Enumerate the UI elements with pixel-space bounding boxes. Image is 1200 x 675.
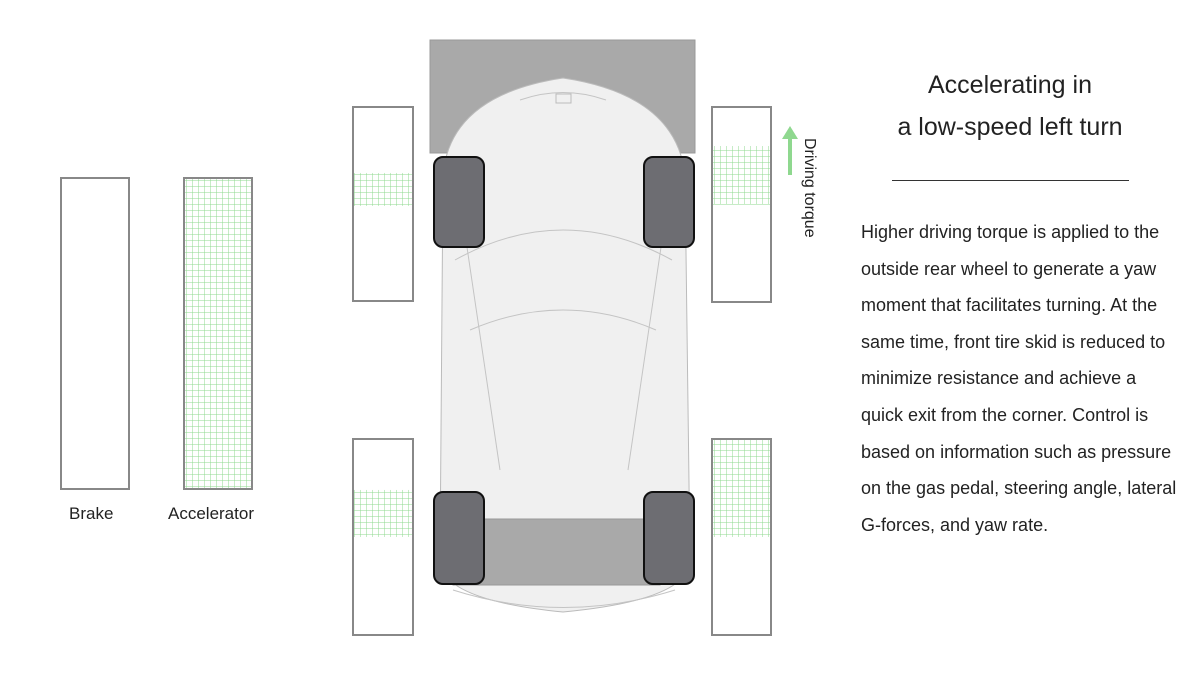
- tire-front-right: [643, 491, 695, 585]
- description: Higher driving torque is applied to the …: [861, 222, 1177, 535]
- car-top-view: [429, 39, 696, 613]
- torque-bar-front-left-frame: [352, 438, 414, 636]
- torque-bar-rear-left-frame: [352, 106, 414, 302]
- divider: [892, 180, 1129, 181]
- tire-front-left: [433, 491, 485, 585]
- title: Accelerating in a low-speed left turn: [840, 64, 1180, 148]
- brake-gauge-frame: [60, 177, 130, 490]
- accelerator-gauge-frame: [183, 177, 253, 490]
- torque-bar-rear-right: [711, 106, 772, 303]
- torque-bar-front-left-fill: [353, 489, 413, 537]
- brake-label: Brake: [69, 504, 114, 523]
- accelerator-label: Accelerator: [168, 504, 254, 523]
- driving-torque-arrow-icon: [782, 126, 798, 175]
- accelerator-gauge: [183, 177, 253, 490]
- torque-bar-front-right-fill: [712, 439, 771, 537]
- tire-rear-right: [643, 156, 695, 248]
- torque-bar-front-right: [711, 438, 772, 636]
- torque-bar-rear-right-fill: [712, 146, 771, 205]
- title-line-1: Accelerating in: [928, 71, 1092, 99]
- tire-rear-left: [433, 156, 485, 248]
- torque-bar-rear-left-fill: [353, 172, 413, 206]
- brake-gauge: [60, 177, 130, 490]
- torque-bar-rear-right-frame: [711, 106, 772, 303]
- torque-bar-rear-left: [352, 106, 414, 302]
- torque-bar-front-right-frame: [711, 438, 772, 636]
- torque-bar-front-left: [352, 438, 414, 636]
- accelerator-gauge-fill: [184, 178, 252, 489]
- driving-torque-label: Driving torque: [801, 138, 818, 238]
- title-line-2: a low-speed left turn: [897, 113, 1123, 141]
